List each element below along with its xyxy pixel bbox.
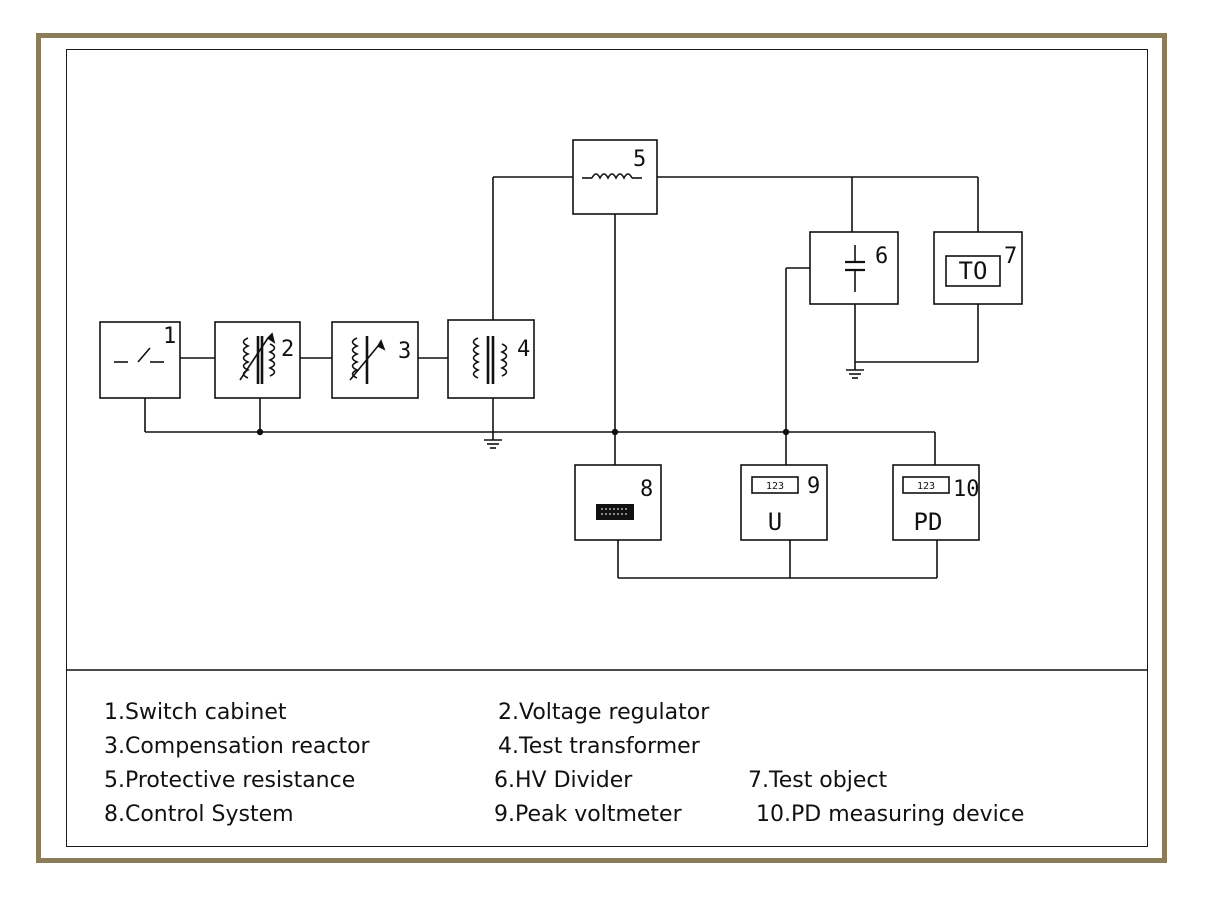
transformer-icon (472, 336, 508, 384)
block-peak-voltmeter: 123 U 9 (740, 464, 828, 541)
block-test-object: TO 7 (933, 231, 1023, 305)
block-compensation-reactor: 3 (331, 321, 419, 399)
voltmeter-symbol-text: U (768, 508, 782, 536)
ground-icon (484, 432, 502, 449)
legend-item-7: 7.Test object (748, 768, 888, 793)
legend-item-10: 10.PD measuring device (756, 802, 1025, 827)
block-voltage-regulator: 2 (214, 321, 301, 399)
block-1-number: 1 (163, 324, 176, 349)
display-icon (902, 476, 950, 494)
legend-item-5: 5.Protective resistance (104, 768, 356, 793)
block-2-number: 2 (281, 337, 294, 362)
block-4-number: 4 (517, 337, 530, 362)
legend-item-4: 4.Test transformer (498, 734, 700, 759)
pd-symbol-text: PD (914, 508, 943, 536)
display-icon (751, 476, 799, 494)
block-test-transformer: 4 (447, 319, 535, 399)
legend-item-2: 2.Voltage regulator (498, 700, 710, 725)
switch-icon (114, 347, 164, 363)
block-control-system: 8 (574, 464, 662, 541)
block-protective-resistance: 5 (572, 139, 658, 215)
junction-dots (256, 428, 790, 436)
legend-item-9: 9.Peak voltmeter (494, 802, 682, 827)
test-object-text: TO (959, 257, 988, 285)
test-object-symbol (945, 255, 1001, 287)
reactor-icon (349, 336, 386, 384)
block-3-number: 3 (398, 339, 411, 364)
legend-item-6: 6.HV Divider (494, 768, 633, 793)
legend-item-1: 1.Switch cabinet (104, 700, 287, 725)
keyboard-icon (596, 504, 634, 520)
legend-item-3: 3.Compensation reactor (104, 734, 370, 759)
capacitor-icon (845, 245, 865, 292)
block-9-number: 9 (807, 474, 820, 499)
block-7-number: 7 (1004, 244, 1017, 269)
voltmeter-display-text: 123 (766, 481, 784, 492)
block-8-number: 8 (640, 477, 653, 502)
inner-frame (66, 49, 1148, 847)
block-10-number: 10 (953, 477, 980, 502)
block-pd-measuring-device: 123 PD 10 (892, 464, 980, 541)
regulator-transformer-icon (239, 332, 276, 384)
legend-item-8: 8.Control System (104, 802, 294, 827)
ground-icon (846, 362, 864, 379)
pd-display-text: 123 (917, 481, 935, 492)
block-switch-cabinet: 1 (99, 321, 181, 399)
resistor-coil-icon (582, 173, 642, 180)
outer-frame (36, 33, 1167, 863)
block-6-number: 6 (875, 244, 888, 269)
wires (144, 176, 979, 579)
block-hv-divider: 6 (809, 231, 899, 305)
block-5-number: 5 (633, 147, 646, 172)
